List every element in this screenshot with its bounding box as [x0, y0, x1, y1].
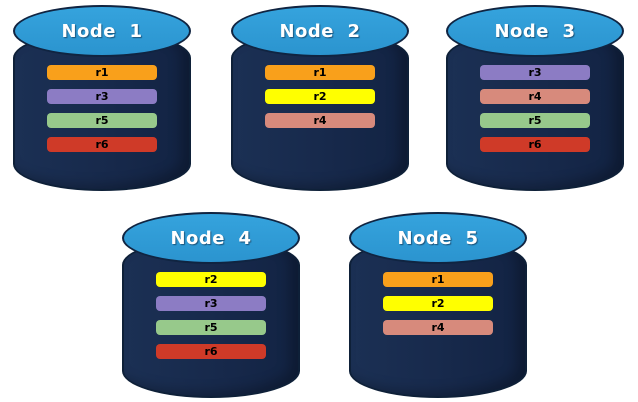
replica-label: r1 — [431, 273, 445, 286]
replica-list: r1 r2 r4 — [349, 272, 527, 335]
replica-bar-r2: r2 — [265, 89, 375, 104]
replica-label: r3 — [528, 66, 542, 79]
cylinder-cap: Node 4 — [122, 212, 300, 264]
replica-bar-r1: r1 — [265, 65, 375, 80]
replica-label: r6 — [528, 138, 542, 151]
replica-bar-r1: r1 — [383, 272, 493, 287]
replica-bar-r4: r4 — [480, 89, 590, 104]
replica-label: r5 — [204, 321, 218, 334]
node-title: Node 3 — [494, 20, 576, 42]
replica-bar-r5: r5 — [480, 113, 590, 128]
cylinder-body — [446, 31, 624, 191]
node-1-cylinder: Node 1 r1 r3 r5 r6 — [13, 5, 191, 191]
cylinder-body — [349, 238, 527, 398]
replica-list: r1 r3 r5 r6 — [13, 65, 191, 152]
replica-label: r5 — [95, 114, 109, 127]
replica-bar-r5: r5 — [47, 113, 157, 128]
replica-bar-r4: r4 — [265, 113, 375, 128]
replica-label: r3 — [204, 297, 218, 310]
cylinder-cap: Node 3 — [446, 5, 624, 57]
node-title: Node 5 — [397, 227, 479, 249]
replica-bar-r6: r6 — [47, 137, 157, 152]
replica-label: r4 — [528, 90, 542, 103]
cylinder-body — [231, 31, 409, 191]
replica-bar-r1: r1 — [47, 65, 157, 80]
replica-list: r1 r2 r4 — [231, 65, 409, 128]
node-title: Node 2 — [279, 20, 361, 42]
replica-list: r3 r4 r5 r6 — [446, 65, 624, 152]
replica-list: r2 r3 r5 r6 — [122, 272, 300, 359]
node-title: Node 1 — [61, 20, 143, 42]
replica-label: r2 — [204, 273, 218, 286]
node-5-cylinder: Node 5 r1 r2 r4 — [349, 212, 527, 398]
replica-bar-r6: r6 — [156, 344, 266, 359]
node-2-cylinder: Node 2 r1 r2 r4 — [231, 5, 409, 191]
replica-bar-r5: r5 — [156, 320, 266, 335]
replica-label: r6 — [95, 138, 109, 151]
replica-label: r3 — [95, 90, 109, 103]
replica-bar-r3: r3 — [480, 65, 590, 80]
replica-label: r6 — [204, 345, 218, 358]
cylinder-cap: Node 1 — [13, 5, 191, 57]
replica-label: r4 — [431, 321, 445, 334]
replica-bar-r2: r2 — [383, 296, 493, 311]
replica-bar-r4: r4 — [383, 320, 493, 335]
node-4-cylinder: Node 4 r2 r3 r5 r6 — [122, 212, 300, 398]
replica-bar-r6: r6 — [480, 137, 590, 152]
replica-label: r4 — [313, 114, 327, 127]
replica-label: r1 — [313, 66, 327, 79]
cylinder-body — [122, 238, 300, 398]
cylinder-cap: Node 5 — [349, 212, 527, 264]
replica-label: r1 — [95, 66, 109, 79]
replica-bar-r2: r2 — [156, 272, 266, 287]
node-3-cylinder: Node 3 r3 r4 r5 r6 — [446, 5, 624, 191]
replica-bar-r3: r3 — [156, 296, 266, 311]
replica-bar-r3: r3 — [47, 89, 157, 104]
replica-label: r2 — [431, 297, 445, 310]
node-title: Node 4 — [170, 227, 252, 249]
replica-label: r2 — [313, 90, 327, 103]
cylinder-cap: Node 2 — [231, 5, 409, 57]
replica-label: r5 — [528, 114, 542, 127]
